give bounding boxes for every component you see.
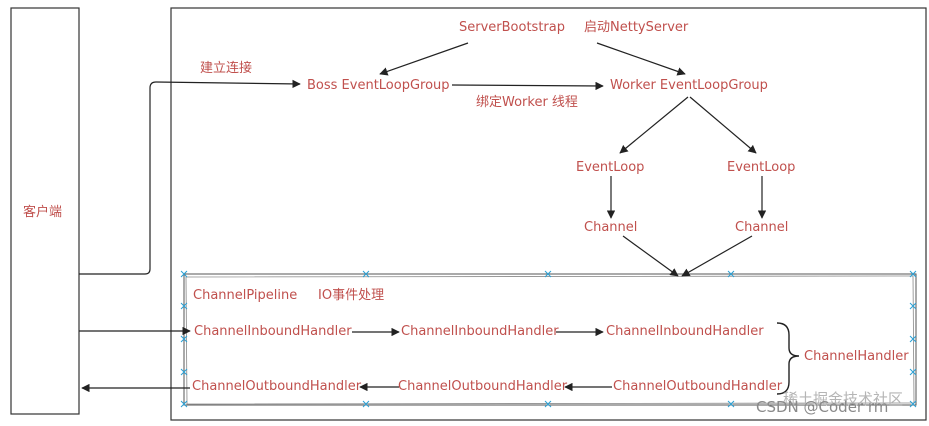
client-label: 客户端 <box>23 205 63 220</box>
connect-arrow <box>79 79 301 275</box>
outbound-handler-2: ChannelOutboundHandler <box>398 379 568 394</box>
worker-to-eventloop-left-arrow <box>619 96 689 154</box>
watermark-juejin: 稀土掘金技术社区 <box>783 390 904 408</box>
handler-brace <box>776 322 800 395</box>
client-box <box>10 7 80 415</box>
io-event-note: IO事件处理 <box>318 288 385 303</box>
channel-left-to-pipeline-arrow <box>622 235 679 277</box>
selection-markers <box>180 270 917 408</box>
bootstrap-to-boss-arrow <box>379 42 469 76</box>
server-box <box>170 7 927 421</box>
boss-eventloopgroup-label: Boss EventLoopGroup <box>307 78 450 93</box>
inbound-handler-2: ChannelInboundHandler <box>401 324 559 339</box>
channel-pipeline-title: ChannelPipeline <box>193 288 298 303</box>
bootstrap-to-worker-arrow <box>596 42 686 76</box>
outbound-handler-1: ChannelOutboundHandler <box>192 379 362 394</box>
watermark-csdn: CSDN @Coder rm <box>756 398 889 416</box>
eventloop-right-label: EventLoop <box>727 160 796 175</box>
eventloop-left-label: EventLoop <box>576 160 645 175</box>
inbound-handler-1: ChannelInboundHandler <box>194 324 352 339</box>
channel-left-label: Channel <box>584 220 638 235</box>
outbound-handler-3: ChannelOutboundHandler <box>613 379 783 394</box>
bind-worker-note: 绑定Worker 线程 <box>476 95 578 110</box>
start-netty-server-note: 启动NettyServer <box>584 20 689 35</box>
channel-handler-group-label: ChannelHandler <box>804 349 909 364</box>
channel-right-to-pipeline-arrow <box>681 235 753 277</box>
connect-note: 建立连接 <box>200 61 253 76</box>
boss-to-worker-arrow <box>451 81 604 91</box>
server-bootstrap-label: ServerBootstrap <box>459 20 565 35</box>
worker-eventloopgroup-label: Worker EventLoopGroup <box>610 78 768 93</box>
channel-right-label: Channel <box>735 220 789 235</box>
inbound-handler-3: ChannelInboundHandler <box>606 324 764 339</box>
worker-to-eventloop-right-arrow <box>689 96 757 154</box>
